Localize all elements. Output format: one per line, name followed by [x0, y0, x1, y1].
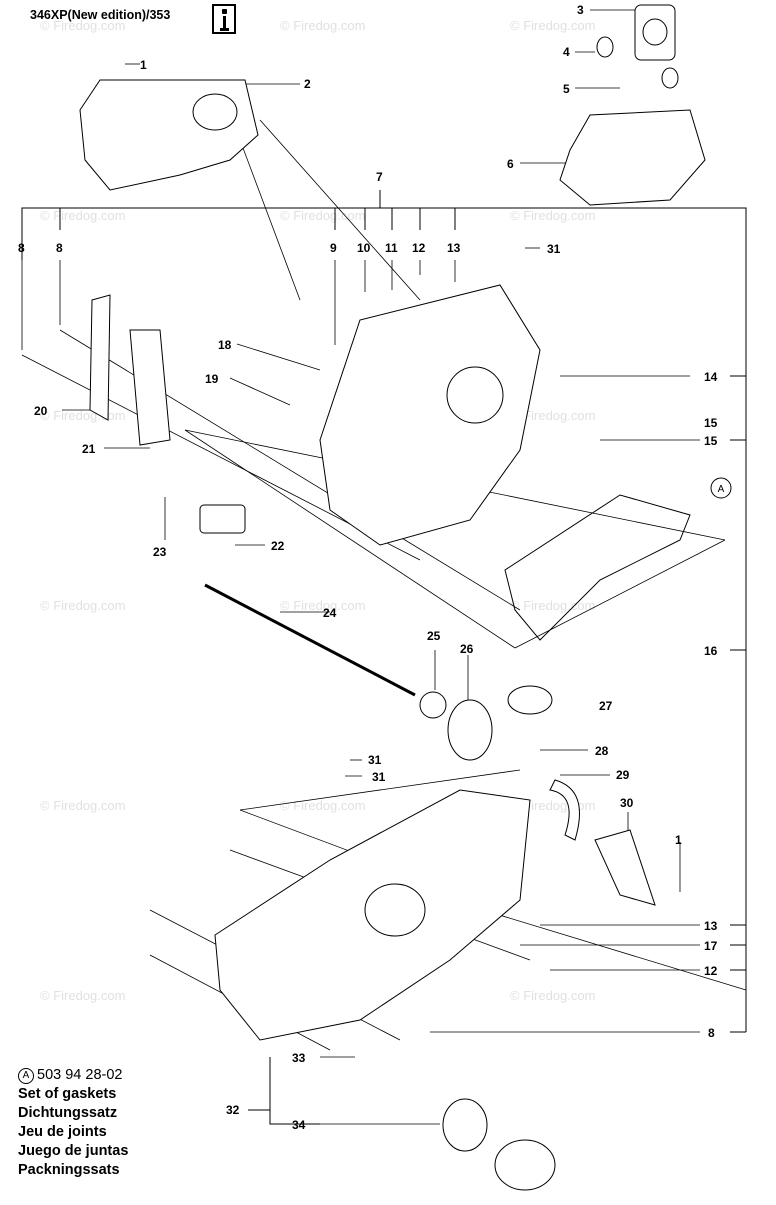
callout-1: 1 [140, 58, 147, 72]
info-icon [212, 4, 236, 34]
callout-30: 30 [620, 796, 634, 810]
callout-15: 15 [704, 434, 718, 448]
callout-18: 18 [218, 338, 232, 352]
svg-text:© Firedog.com: © Firedog.com [40, 988, 125, 1003]
info-icon-foot [220, 28, 229, 31]
callout-1: 1 [675, 833, 682, 847]
callout-20: 20 [34, 404, 48, 418]
svg-text:© Firedog.com: © Firedog.com [510, 18, 595, 33]
callout-5: 5 [563, 82, 570, 96]
svg-text:© Firedog.com: © Firedog.com [510, 598, 595, 613]
callout-14: 14 [704, 370, 718, 384]
cover-plate-20 [89, 294, 111, 421]
callout-31: 31 [547, 242, 561, 256]
callout-29: 29 [616, 768, 630, 782]
legend-line: Set of gaskets [18, 1086, 117, 1102]
tank-bracket [559, 109, 706, 206]
legend-line: Packningssats [18, 1162, 120, 1178]
o-ring-part-34 [442, 1098, 488, 1152]
callout-23: 23 [153, 545, 167, 559]
svg-text:© Firedog.com: © Firedog.com [510, 408, 595, 423]
callout-labels: 1 2 3 4 5 6 7 8 8 9 10 11 12 13 31 14 15… [18, 3, 725, 1132]
ref-a-circle [710, 477, 732, 499]
info-icon-bar [223, 16, 226, 30]
callout-11: 11 [385, 241, 398, 255]
svg-text:© Firedog.com: © Firedog.com [280, 798, 365, 813]
legend-ref-row: A 503 94 28-02 [18, 1066, 128, 1085]
callout-9: 9 [330, 241, 337, 255]
clip-part-29 [549, 779, 580, 841]
bracket-frame [21, 190, 747, 1125]
legend-line: Dichtungssatz [18, 1105, 118, 1121]
callout-19: 19 [205, 372, 219, 386]
watermarks: © Firedog.com © Firedog.com © Firedog.co… [40, 18, 595, 1003]
callout-13: 13 [447, 241, 461, 255]
legend-part-number: 503 94 28-02 [37, 1067, 123, 1083]
callout-26: 26 [460, 642, 474, 656]
callout-15: 15 [704, 416, 718, 430]
callout-6: 6 [507, 157, 514, 171]
callout-13: 13 [704, 919, 718, 933]
callout-28: 28 [595, 744, 609, 758]
svg-text:© Firedog.com: © Firedog.com [280, 208, 365, 223]
mount-boot-hole [642, 18, 668, 46]
callout-10: 10 [357, 241, 371, 255]
callout-31: 31 [372, 770, 386, 784]
callout-8: 8 [56, 241, 63, 255]
damper-part-4b [661, 67, 679, 89]
washer-part-25 [419, 691, 447, 719]
crank-bearing-seat [446, 366, 504, 424]
legend-line: Juego de juntas [18, 1143, 129, 1159]
gasket [504, 494, 691, 641]
callout-16: 16 [704, 644, 718, 658]
plate-part-30 [594, 829, 656, 906]
chain-catcher-21 [129, 329, 171, 446]
svg-text:© Firedog.com: © Firedog.com [510, 988, 595, 1003]
damper-part-4 [596, 36, 614, 58]
guard-hole [192, 93, 238, 131]
oil-pump-part-22 [199, 504, 246, 534]
svg-text:© Firedog.com: © Firedog.com [40, 208, 125, 223]
callout-7: 7 [376, 170, 383, 184]
legend-line: Jeu de joints [18, 1124, 107, 1140]
callout-24: 24 [323, 606, 337, 620]
legend-ref-letter: A [18, 1067, 34, 1084]
callout-4: 4 [563, 45, 570, 59]
svg-text:© Firedog.com: © Firedog.com [40, 18, 125, 33]
callout-17: 17 [704, 939, 718, 953]
callout-27: 27 [599, 699, 613, 713]
crankcase-upper [319, 284, 541, 546]
callout-12: 12 [412, 241, 426, 255]
svg-text:© Firedog.com: © Firedog.com [280, 598, 365, 613]
callout-32: 32 [226, 1103, 240, 1117]
callout-34: 34 [292, 1118, 306, 1132]
callout-12: 12 [704, 964, 718, 978]
valve-part-27 [507, 685, 553, 715]
callout-3: 3 [577, 3, 584, 17]
gasket-legend: A 503 94 28-02 Set of gaskets Dichtungss… [18, 1066, 128, 1180]
callout-25: 25 [427, 629, 441, 643]
info-icon-dot [222, 9, 227, 14]
model-title: 346XP(New edition)/353 [30, 8, 171, 22]
svg-text:© Firedog.com: © Firedog.com [280, 18, 365, 33]
pump-housing-part-26 [447, 699, 493, 761]
fuel-cap [494, 1139, 556, 1191]
callout-2: 2 [304, 77, 311, 91]
svg-text:© Firedog.com: © Firedog.com [40, 598, 125, 613]
callout-8: 8 [708, 1026, 715, 1040]
callout-22: 22 [271, 539, 285, 553]
callout-31: 31 [368, 753, 382, 767]
svg-text:© Firedog.com: © Firedog.com [40, 798, 125, 813]
part-shapes [79, 4, 732, 1191]
svg-text:© Firedog.com: © Firedog.com [510, 208, 595, 223]
callout-a: A [718, 484, 725, 495]
shaft-part-24 [204, 583, 416, 697]
chain-guard-plate [79, 79, 259, 191]
callout-8: 8 [18, 241, 25, 255]
lower-bearing-seat [364, 883, 426, 937]
callout-33: 33 [292, 1051, 306, 1065]
callout-21: 21 [82, 442, 96, 456]
